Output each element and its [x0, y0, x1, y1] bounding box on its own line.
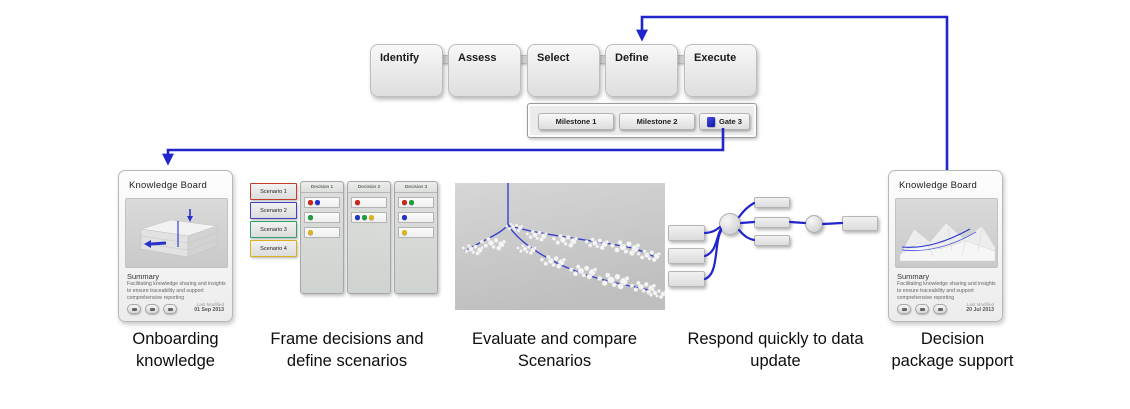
process-node-circle[interactable] [805, 215, 823, 233]
milestone-1-button[interactable]: Milestone 1 [538, 113, 614, 130]
blue-scenario-dot [355, 215, 360, 220]
scenario-3-button[interactable]: Scenario 3 [250, 221, 297, 238]
last-modified: Last Modified 20 Jul 2013 [966, 302, 994, 313]
data-source-box[interactable] [668, 225, 705, 241]
decision-column-2: Decision 2 [347, 181, 391, 294]
stage-define[interactable]: Define [605, 44, 678, 97]
card-title: Knowledge Board [899, 180, 977, 191]
stage-identify[interactable]: Identify [370, 44, 443, 97]
green-scenario-dot [409, 200, 414, 205]
milestone-1-label: Milestone 1 [555, 117, 597, 126]
milestone-bar: Milestone 1 Milestone 2 Gate 3 [527, 103, 757, 138]
gate-3-button[interactable]: Gate 3 [699, 113, 750, 130]
decision-row[interactable] [398, 212, 434, 223]
stage-select[interactable]: Select [527, 44, 600, 97]
knowledge-surface-image [895, 198, 998, 268]
gate-cube-icon [707, 116, 716, 127]
card-action-button[interactable] [127, 304, 141, 314]
decision-row[interactable] [351, 212, 387, 223]
last-modified: Last Modified 01 Sep 2013 [194, 302, 224, 313]
card-action-button[interactable] [163, 304, 177, 314]
data-source-box[interactable] [668, 271, 705, 287]
card-action-button[interactable] [145, 304, 159, 314]
knowledge-cube-image [125, 198, 228, 268]
caption-evaluate-compare: Evaluate and compare Scenarios [471, 330, 638, 370]
summary-text: Facilitating knowledge sharing and insig… [127, 281, 226, 301]
summary-heading: Summary [127, 272, 160, 281]
last-modified-label: Last Modified [966, 302, 994, 307]
stage-assess[interactable]: Assess [448, 44, 521, 97]
caption-frame-decisions: Frame decisions and define scenarios [270, 330, 424, 370]
summary-text: Facilitating knowledge sharing and insig… [897, 281, 996, 301]
result-box[interactable] [754, 235, 790, 246]
caption-decision-package: Decision package support [891, 330, 1014, 370]
card-actions [127, 304, 177, 314]
red-scenario-dot [402, 200, 407, 205]
decision-row[interactable] [398, 197, 434, 208]
caption-respond-quickly: Respond quickly to data update [687, 330, 864, 370]
decision-rows [301, 193, 343, 238]
result-box[interactable] [754, 197, 790, 208]
card-action-button[interactable] [897, 304, 911, 314]
card-title: Knowledge Board [129, 180, 207, 191]
decision-rows [348, 193, 390, 223]
decision-rows [395, 193, 437, 238]
output-box[interactable] [842, 216, 878, 231]
green-scenario-dot [362, 215, 367, 220]
caption-onboarding-knowledge: Onboarding knowledge [132, 330, 219, 370]
knowledge-board-card-left[interactable]: Knowledge Board Summary Facilitating kno… [118, 170, 233, 322]
card-action-button[interactable] [933, 304, 947, 314]
milestone-2-button[interactable]: Milestone 2 [619, 113, 695, 130]
last-modified-date: 01 Sep 2013 [194, 307, 224, 313]
card-action-button[interactable] [915, 304, 929, 314]
card-actions [897, 304, 947, 314]
blue-scenario-dot [402, 215, 407, 220]
blue-scenario-dot [315, 200, 320, 205]
last-modified-label: Last Modified [196, 302, 224, 307]
scenario-1-button[interactable]: Scenario 1 [250, 183, 297, 200]
data-source-box[interactable] [668, 248, 705, 264]
stage-execute[interactable]: Execute [684, 44, 757, 97]
process-node-circle[interactable] [719, 213, 741, 235]
decision-column-header[interactable]: Decision 3 [395, 182, 437, 193]
red-scenario-dot [355, 200, 360, 205]
yellow-scenario-dot [402, 230, 407, 235]
red-scenario-dot [308, 200, 313, 205]
decision-row[interactable] [351, 197, 387, 208]
decision-column-3: Decision 3 [394, 181, 438, 294]
green-scenario-dot [308, 215, 313, 220]
summary-heading: Summary [897, 272, 930, 281]
scenario-4-button[interactable]: Scenario 4 [250, 240, 297, 257]
decision-column-header[interactable]: Decision 2 [348, 182, 390, 193]
decision-column-header[interactable]: Decision 1 [301, 182, 343, 193]
last-modified-date: 20 Jul 2013 [966, 307, 994, 313]
scenario-tree-image [455, 183, 665, 310]
decision-row[interactable] [304, 227, 340, 238]
yellow-scenario-dot [308, 230, 313, 235]
milestone-2-label: Milestone 2 [636, 117, 678, 126]
decision-row[interactable] [398, 227, 434, 238]
gate-3-label: Gate 3 [719, 117, 742, 126]
result-box[interactable] [754, 217, 790, 228]
knowledge-board-card-right[interactable]: Knowledge Board Summary Facilitating kno… [888, 170, 1003, 322]
scenario-2-button[interactable]: Scenario 2 [250, 202, 297, 219]
decision-row[interactable] [304, 197, 340, 208]
yellow-scenario-dot [369, 215, 374, 220]
decision-column-1: Decision 1 [300, 181, 344, 294]
decision-row[interactable] [304, 212, 340, 223]
